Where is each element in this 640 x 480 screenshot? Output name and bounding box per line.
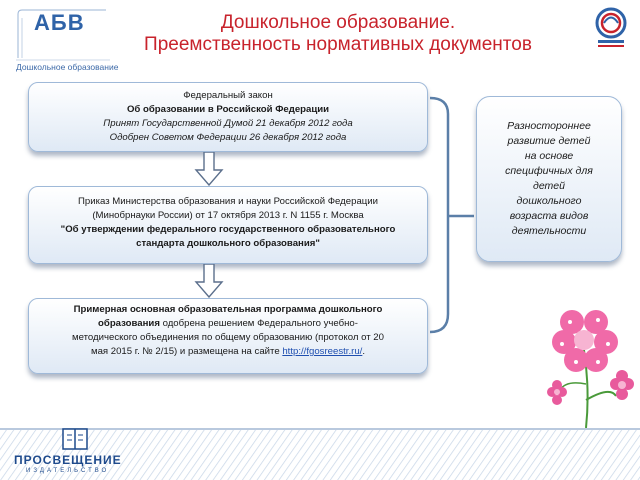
- program-text-1: одобрена решением Федерального учебно-: [159, 318, 358, 329]
- order-title-2: стандарта дошкольного образования": [136, 238, 320, 249]
- law-adopted: Принят Государственной Думой 21 декабря …: [103, 118, 353, 129]
- program-text-2: методического объединения по общему обра…: [72, 332, 384, 343]
- side-line: деятельности: [511, 225, 587, 237]
- title-line-2: Преемственность нормативных документов: [144, 34, 532, 55]
- ministry-order-box: Приказ Министерства образования и науки …: [28, 186, 428, 264]
- law-approved: Одобрен Советом Федерации 26 декабря 201…: [109, 132, 347, 143]
- page-title: Дошкольное образование. Преемственность …: [118, 12, 558, 56]
- order-line-2: (Минобрнауки России) от 17 октября 2013 …: [92, 210, 364, 221]
- small-flower-icon: [547, 380, 567, 405]
- big-flower-icon: [552, 310, 618, 372]
- side-line: на основе: [524, 150, 574, 162]
- publisher-emblem-icon: [595, 7, 627, 47]
- footer-brand: ПРОСВЕЩЕНИЕ: [14, 453, 122, 467]
- bracket-connector-icon: [429, 96, 474, 334]
- program-title: Примерная основная образовательная прогр…: [73, 304, 383, 315]
- side-line: дошкольного: [516, 195, 582, 207]
- law-line-1: Федеральный закон: [183, 90, 273, 101]
- footer-brand-sub: ИЗДАТЕЛЬСТВО: [26, 468, 110, 474]
- book-emblem-icon: [62, 428, 88, 450]
- law-title: Об образовании в Российской Федерации: [126, 104, 330, 115]
- down-arrow-icon: [194, 152, 224, 186]
- flowers-decoration-icon: [547, 310, 634, 429]
- fgosreestr-link[interactable]: http://fgosreestr.ru/: [282, 346, 363, 357]
- logo-mark: АБВ: [34, 10, 85, 35]
- prosveshchenie-logo: ПРОСВЕЩЕНИЕ ИЗДАТЕЛЬСТВО: [6, 425, 156, 479]
- federal-law-box: Федеральный закон Об образовании в Росси…: [28, 82, 428, 152]
- order-line-1: Приказ Министерства образования и науки …: [78, 196, 378, 207]
- abv-logo: АБВ Дошкольное образование: [14, 6, 119, 72]
- side-line: детей: [533, 180, 565, 192]
- logo-subtitle: Дошкольное образование: [16, 62, 119, 72]
- side-line: развитие детей: [507, 135, 591, 147]
- logo-frame-icon: [16, 9, 110, 61]
- footer-band: [0, 428, 640, 480]
- side-line: специфичных для: [505, 165, 593, 177]
- program-tail: .: [362, 346, 366, 357]
- small-flower-icon: [610, 370, 634, 400]
- side-line: возраста видов: [509, 210, 589, 222]
- order-title-1: "Об утверждении федерального государстве…: [60, 224, 396, 235]
- program-line-4: мая 2015 г. № 2/15) и размещена на сайте…: [55, 345, 401, 359]
- side-line: Разностороннее: [507, 120, 591, 132]
- program-text-3: мая 2015 г. № 2/15) и размещена на сайте: [90, 346, 283, 357]
- educational-program-box: Примерная основная образовательная прогр…: [28, 298, 428, 374]
- development-box: Разностороннее развитие детей на основе …: [476, 96, 622, 262]
- down-arrow-icon: [194, 264, 224, 298]
- program-line-2: образования одобрена решением Федерально…: [55, 317, 401, 331]
- title-line-1: Дошкольное образование.: [220, 12, 456, 33]
- program-title-end: образования: [98, 318, 160, 329]
